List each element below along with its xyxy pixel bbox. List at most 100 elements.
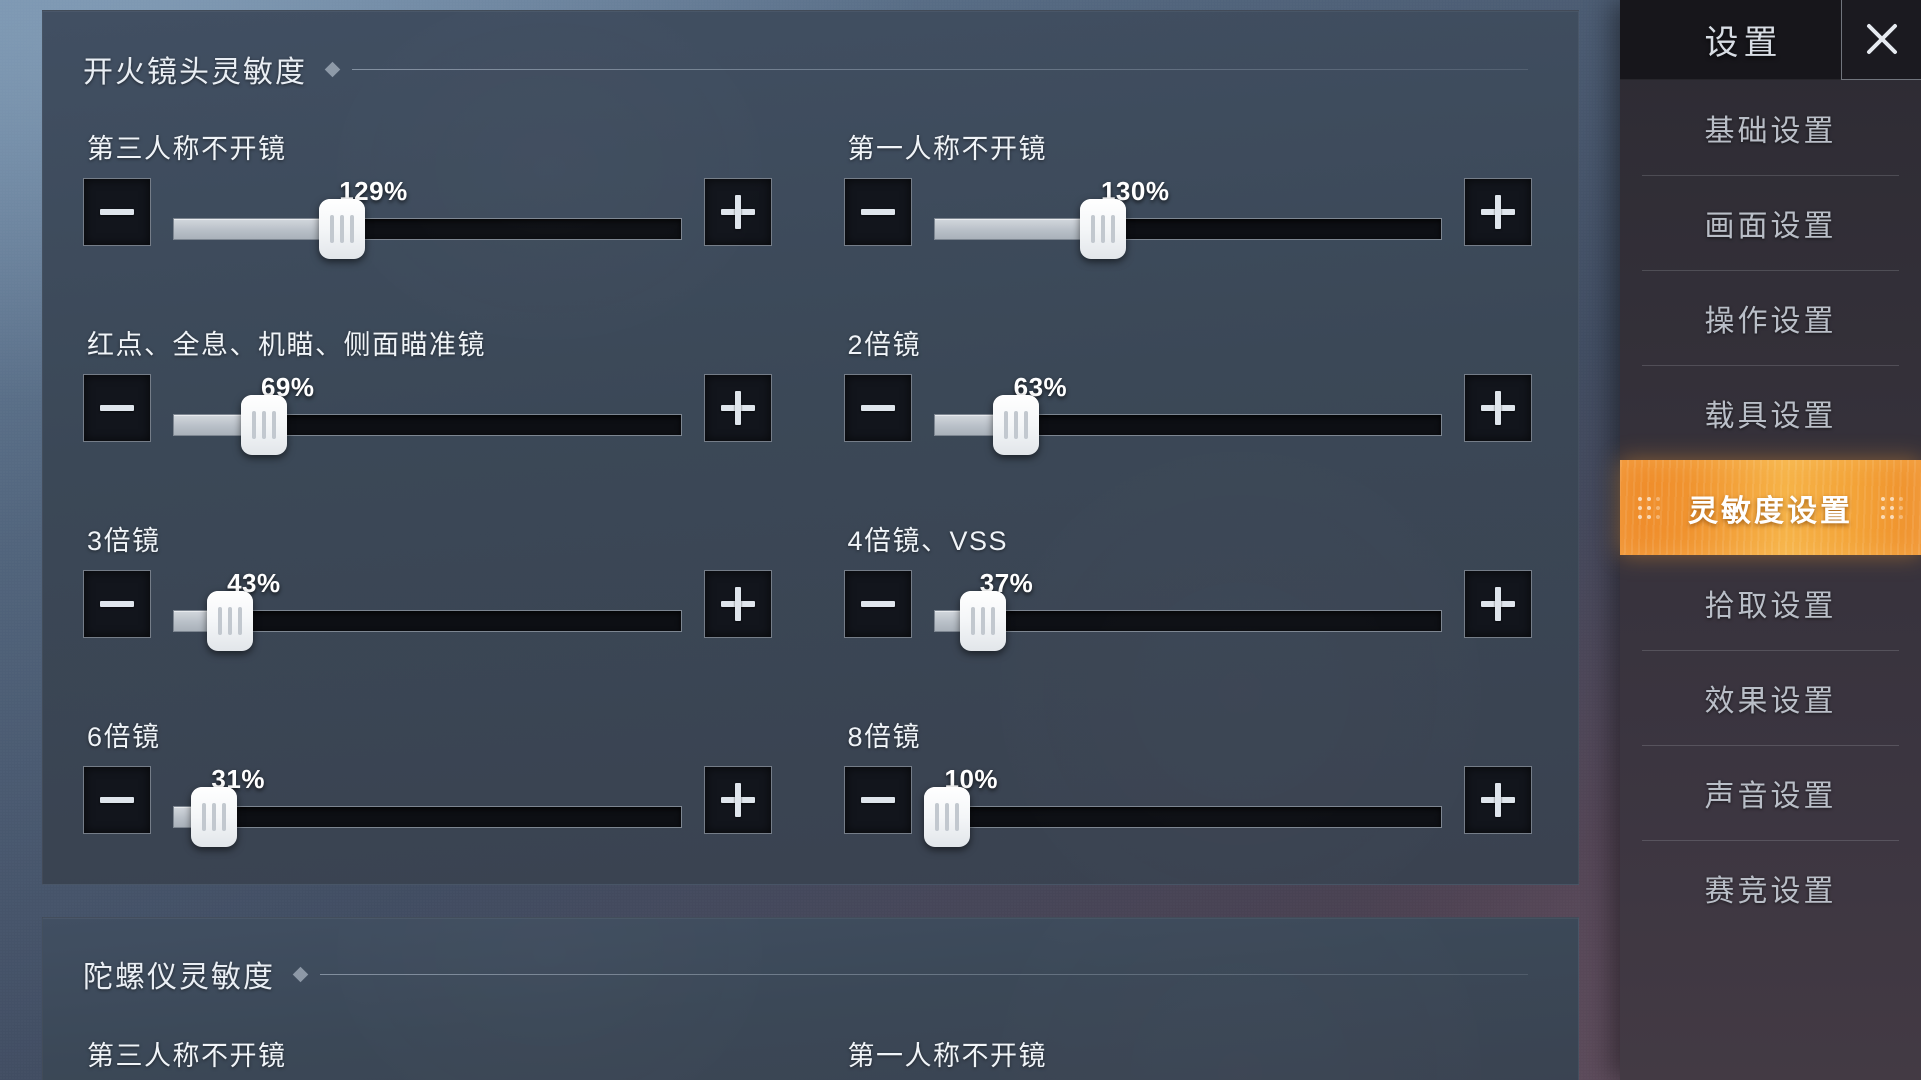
increase-button[interactable] — [703, 178, 772, 246]
increase-button[interactable] — [1464, 766, 1532, 834]
slider-thumb[interactable] — [1080, 199, 1127, 259]
slider-track[interactable] — [924, 787, 1442, 847]
increase-button[interactable] — [1464, 570, 1532, 638]
slider-track[interactable] — [173, 395, 682, 455]
slider-wrapper: 37% — [933, 568, 1442, 651]
slider-track[interactable] — [173, 787, 682, 847]
minus-icon — [100, 209, 134, 215]
sensitivity-row-label: 6倍镜 — [87, 722, 161, 752]
sidebar-nav-list: 基础设置画面设置操作设置载具设置灵敏度设置拾取设置效果设置声音设置赛竞设置 — [1620, 80, 1921, 935]
slider-track[interactable] — [933, 395, 1442, 455]
gyroscope-sensitivity-panel: 陀螺仪灵敏度 第三人称不开镜 第一人称不开镜 — [42, 917, 1579, 1080]
plus-icon-vertical — [1495, 587, 1501, 621]
plus-icon-vertical — [1495, 391, 1501, 425]
sensitivity-control: 31% — [83, 764, 772, 847]
sensitivity-control: 37% — [843, 568, 1532, 651]
plus-icon-vertical — [734, 195, 741, 229]
sidebar-item-label: 灵敏度设置 — [1688, 494, 1853, 528]
ads-section-title: 开火镜头灵敏度 — [83, 56, 307, 89]
slider-thumb[interactable] — [924, 787, 971, 847]
sensitivity-control: 63% — [843, 372, 1532, 455]
increase-button[interactable] — [703, 374, 772, 442]
sensitivity-control: 130% — [843, 176, 1532, 259]
diamond-icon — [292, 966, 309, 982]
sidebar-item-label: 画面设置 — [1704, 209, 1837, 243]
slider-track[interactable] — [933, 591, 1442, 651]
sidebar-item-5[interactable]: 拾取设置 — [1620, 555, 1921, 650]
plus-icon-vertical — [1495, 783, 1501, 817]
slider-thumb[interactable] — [993, 395, 1040, 455]
sidebar-item-3[interactable]: 载具设置 — [1620, 365, 1921, 460]
sidebar-item-label: 拾取设置 — [1704, 589, 1837, 623]
sidebar-item-1[interactable]: 画面设置 — [1620, 175, 1921, 270]
sensitivity-row-label: 2倍镜 — [847, 330, 922, 360]
slider-track[interactable] — [933, 199, 1442, 259]
sensitivity-row-label: 第三人称不开镜 — [87, 1041, 287, 1071]
sensitivity-row-label: 红点、全息、机瞄、侧面瞄准镜 — [87, 330, 486, 360]
sidebar-item-label: 效果设置 — [1704, 684, 1837, 718]
gyro-slider-grid: 第三人称不开镜 第一人称不开镜 — [43, 1018, 1578, 1080]
slider-fill — [174, 219, 342, 239]
sidebar-item-label: 操作设置 — [1704, 304, 1837, 338]
decrease-button[interactable] — [843, 766, 912, 834]
plus-icon-vertical — [734, 391, 741, 425]
minus-icon — [860, 209, 895, 215]
active-dots-left — [1638, 496, 1660, 519]
decrease-button[interactable] — [843, 570, 912, 638]
slider-wrapper: 10% — [924, 764, 1442, 847]
increase-button[interactable] — [1464, 178, 1532, 246]
sidebar-item-8[interactable]: 赛竞设置 — [1620, 840, 1921, 935]
decrease-button[interactable] — [83, 766, 151, 834]
minus-icon — [100, 797, 134, 803]
sensitivity-row-label: 8倍镜 — [847, 722, 922, 752]
sidebar-item-label: 声音设置 — [1704, 779, 1837, 813]
increase-button[interactable] — [1464, 374, 1532, 442]
sensitivity-control: 43% — [83, 568, 772, 651]
sensitivity-control: 129% — [83, 176, 772, 259]
slider-thumb[interactable] — [318, 199, 365, 259]
decrease-button[interactable] — [83, 570, 151, 638]
gyro-section-header: 陀螺仪灵敏度 — [83, 952, 1528, 996]
slider-thumb[interactable] — [191, 787, 238, 847]
increase-button[interactable] — [703, 570, 772, 638]
slider-thumb[interactable] — [959, 591, 1006, 651]
decrease-button[interactable] — [843, 178, 912, 246]
slider-fill — [934, 219, 1104, 239]
sensitivity-control: 69% — [83, 372, 772, 455]
close-button[interactable] — [1841, 0, 1921, 80]
slider-wrapper: 63% — [933, 372, 1442, 455]
slider-track[interactable] — [173, 591, 682, 651]
minus-icon — [100, 405, 134, 411]
sidebar-item-label: 载具设置 — [1704, 399, 1837, 433]
slider-wrapper: 69% — [173, 372, 682, 455]
sensitivity-control: 10% — [843, 764, 1532, 847]
decrease-button[interactable] — [83, 178, 151, 246]
sensitivity-row: 第一人称不开镜 — [844, 1018, 1533, 1080]
slider-thumb[interactable] — [240, 395, 287, 455]
sidebar-item-2[interactable]: 操作设置 — [1620, 270, 1921, 365]
sidebar-item-4[interactable]: 灵敏度设置 — [1620, 460, 1921, 555]
decrease-button[interactable] — [83, 374, 151, 442]
slider-wrapper: 43% — [173, 568, 682, 651]
sensitivity-row: 第三人称不开镜 — [83, 1018, 772, 1080]
diamond-icon — [324, 61, 341, 77]
sidebar-item-0[interactable]: 基础设置 — [1620, 80, 1921, 175]
slider-thumb[interactable] — [206, 591, 253, 651]
slider-track[interactable] — [173, 199, 682, 259]
sidebar-item-7[interactable]: 声音设置 — [1620, 745, 1921, 840]
gyro-section-title: 陀螺仪灵敏度 — [83, 961, 275, 994]
minus-icon — [100, 601, 134, 607]
plus-icon-vertical — [1495, 195, 1501, 229]
ads-section-header: 开火镜头灵敏度 — [83, 47, 1528, 91]
settings-sidebar: 设置 基础设置画面设置操作设置载具设置灵敏度设置拾取设置效果设置声音设置赛竞设置 — [1620, 0, 1921, 1080]
increase-button[interactable] — [703, 766, 772, 834]
sidebar-item-6[interactable]: 效果设置 — [1620, 650, 1921, 745]
slider-wrapper: 130% — [933, 176, 1442, 259]
sidebar-title: 设置 — [1704, 24, 1783, 62]
decrease-button[interactable] — [843, 374, 912, 442]
